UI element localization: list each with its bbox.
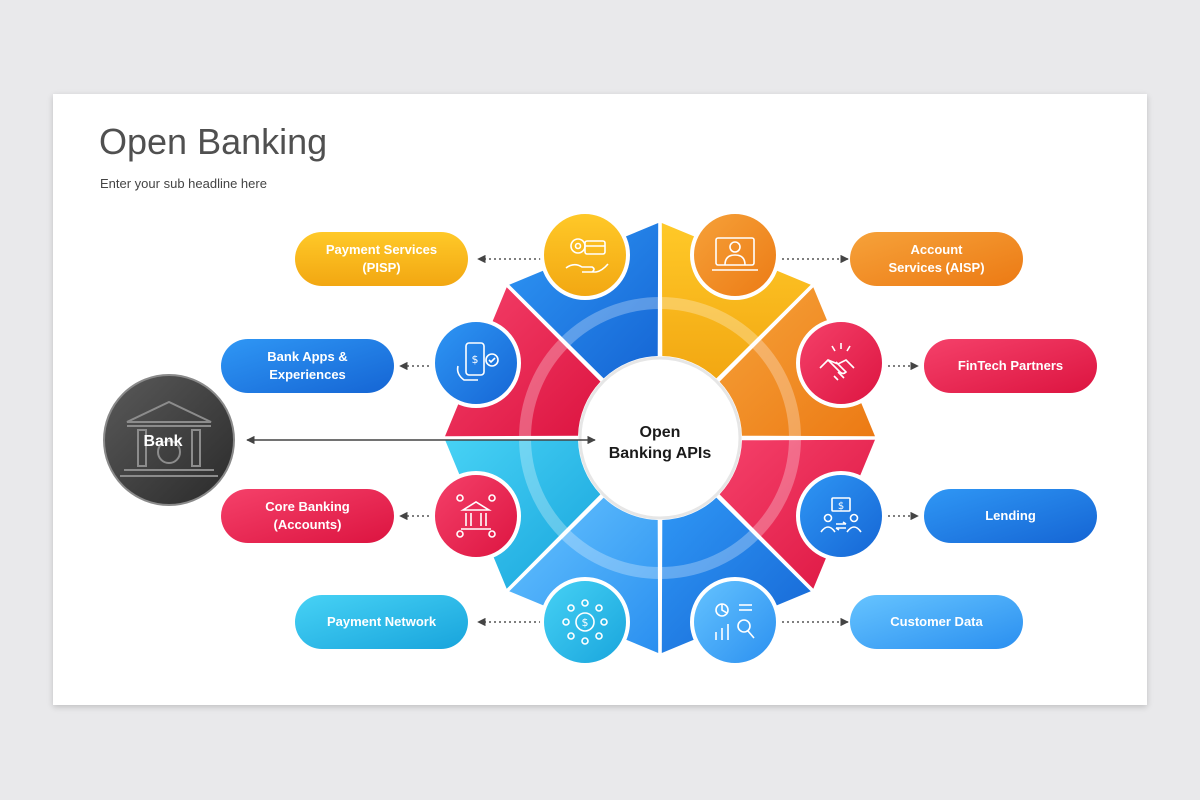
pill-label-line1: Payment Services — [326, 242, 437, 257]
svg-text:$: $ — [582, 616, 589, 629]
pill-label-line1: Customer Data — [890, 614, 983, 629]
pill-label-line1: FinTech Partners — [958, 358, 1063, 373]
payment-service-icon — [540, 210, 630, 300]
pill-label-line2: Services (AISP) — [888, 260, 984, 275]
pill-shape — [924, 339, 1097, 393]
pill-shape — [295, 595, 468, 649]
connectors — [399, 254, 919, 627]
icon-circles: $ $ — [431, 210, 886, 667]
pill-pisp: Payment Services (PISP) — [295, 232, 468, 286]
bank-node: Bank — [100, 371, 238, 509]
pill-shape — [850, 232, 1023, 286]
pill-label-line1: Core Banking — [265, 499, 350, 514]
svg-text:$: $ — [838, 501, 844, 512]
pill-label-line2: (PISP) — [362, 260, 400, 275]
account-user-icon — [690, 210, 780, 300]
page-subtitle: Enter your sub headline here — [100, 176, 267, 191]
bank-building-large-icon — [120, 400, 218, 477]
pill-label-line2: (Accounts) — [274, 517, 342, 532]
pill-shape — [850, 595, 1023, 649]
pill-shape — [221, 489, 394, 543]
bank-building-icon — [431, 471, 521, 561]
pill-core-banking: Core Banking (Accounts) — [221, 489, 394, 543]
pill-lending: Lending — [924, 489, 1097, 543]
center-label-line2: Banking APIs — [609, 445, 712, 462]
svg-text:$: $ — [472, 353, 479, 366]
pill-shape — [221, 339, 394, 393]
pill-label-line1: Account — [911, 242, 964, 257]
payment-network-icon: $ — [540, 577, 630, 667]
mobile-payment-icon: $ — [431, 318, 521, 408]
pill-customer-data: Customer Data — [850, 595, 1023, 649]
pill-label-line1: Payment Network — [327, 614, 437, 629]
customer-data-icon — [690, 577, 780, 667]
pill-payment-network: Payment Network — [295, 595, 468, 649]
center-label-line1: Open — [640, 424, 681, 441]
pill-shape — [295, 232, 468, 286]
handshake-icon — [796, 318, 886, 408]
pill-label-line1: Bank Apps & — [267, 349, 347, 364]
pill-label-line1: Lending — [985, 508, 1036, 523]
pill-fintech: FinTech Partners — [924, 339, 1097, 393]
pill-shape — [924, 489, 1097, 543]
page-title: Open Banking — [99, 121, 328, 162]
lending-icon: $ — [796, 471, 886, 561]
pill-bank-apps: Bank Apps & Experiences — [221, 339, 394, 393]
pill-label-line2: Experiences — [269, 367, 346, 382]
bank-label: Bank — [143, 433, 182, 450]
